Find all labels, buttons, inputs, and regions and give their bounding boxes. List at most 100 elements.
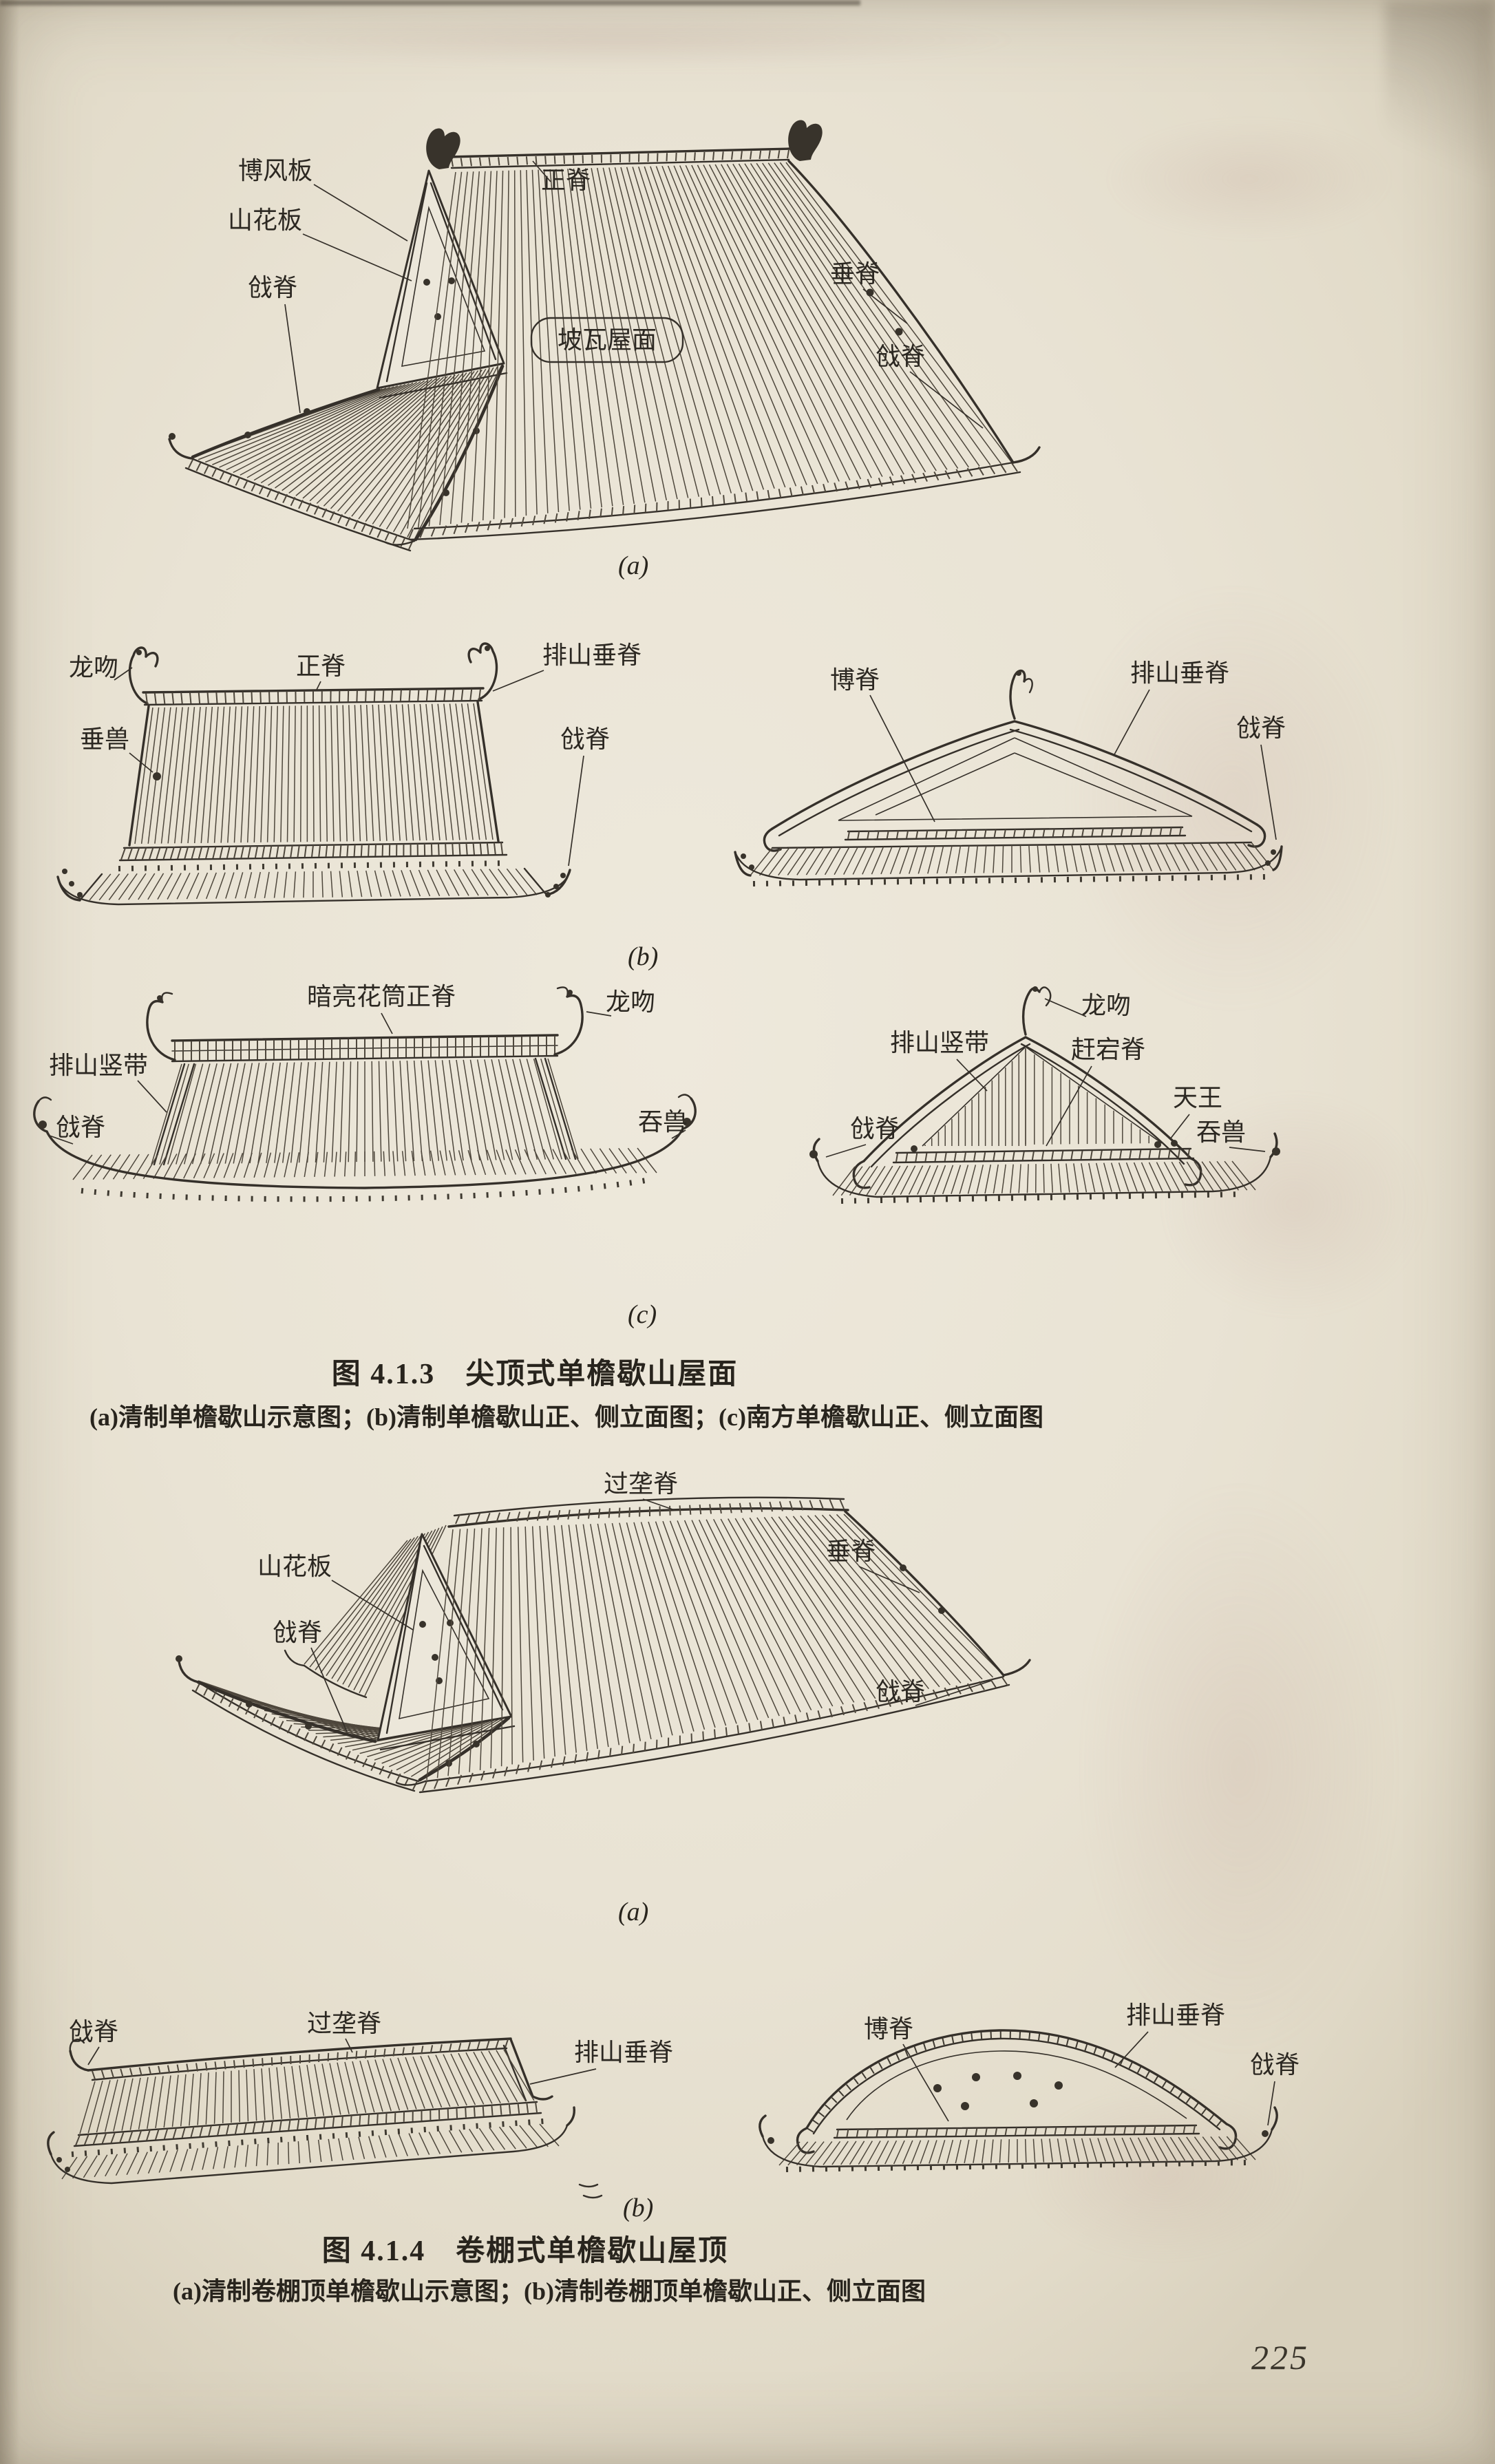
leader-line [492,670,544,692]
ridge-beast-figure [895,328,903,336]
eave-corner-upturn [56,875,81,902]
label-qiangji: 戗脊 [560,725,610,753]
leader-line [1044,998,1087,1017]
ridge-end-ornament [426,128,460,169]
leader-line [909,371,984,429]
lower-eave-rafters [79,868,547,901]
leader-line [586,1011,612,1017]
label-paishan-chuiji: 排山垂脊 [542,641,642,669]
paishan-shudai-band [153,1057,577,1166]
bargeboard [1009,728,1253,833]
lower-eave-edge [78,867,548,902]
leader-line [532,160,551,182]
upper-left-eave [303,1664,368,1699]
chuiji-vertical-ridge [844,1510,1005,1677]
main-ridge-top [447,147,793,158]
roof-tiles [151,1058,579,1165]
eave-corner-upturn [69,2050,89,2072]
gable-panel [846,2050,1187,2121]
leader-line [1260,744,1277,840]
tunshou-beast [1272,1147,1280,1156]
front-eave-line [409,471,1021,541]
eave-corner-upturn [1012,446,1041,464]
leader-line [825,1144,867,1158]
leader-line [671,1129,686,1139]
corner-beast-figure [62,869,67,874]
label-paishan-chuiji: 排山垂脊 [1126,2001,1225,2029]
eave-corner-upturn [677,1094,692,1100]
tianwang-figure [1171,1140,1178,1147]
front-eave-line [418,1675,1010,1794]
bargeboard [1020,1043,1185,1165]
label-guolongji: 过垄脊 [604,1470,678,1498]
guolongji-top-line [87,2037,512,2072]
label-longwen: 龙吻 [69,654,118,681]
ridge-beast-figure [443,489,449,496]
ridge-beast-figure [304,408,310,415]
scan-left-shadow [0,0,19,2464]
gable-ornament [447,1619,454,1626]
leader-line [529,2068,597,2085]
fig-4-1-3-b-side-elevation: 博脊 排山垂脊 戗脊 [734,659,1286,886]
fig-4-1-3-a-illustration: 坡瓦屋面 博风板 山花板 戗脊 正脊 垂脊 戗脊 [168,120,1041,552]
subfigure-label-b: (b) [628,942,659,971]
leader-line [1169,1114,1190,1140]
label-zhengji: 正脊 [296,652,346,680]
gable-panel [838,737,1193,821]
figure-caption-title: 图 4.1.4 卷棚式单檐歇山屋顶 [321,2235,729,2267]
ridge-beast-figure [938,1607,945,1614]
leader-line [302,233,412,282]
eave-corner-upturn [284,1649,306,1667]
leader-line [1114,2031,1149,2068]
leader-line [129,752,153,773]
eave-tile-cap-row [118,860,509,871]
bargeboard [870,1043,1031,1168]
guolongji-bottom-line [91,2047,508,2081]
bargeboard-inner-line [385,1544,504,1734]
eave-corner-upturn [168,438,193,460]
eave-line [734,845,1283,881]
chuishou-beast [153,772,161,780]
rolled-ridge-line [453,1496,845,1517]
qiangji-hip-ridge [418,1716,511,1782]
front-slope-tiles [426,1514,1004,1781]
label-qiangji: 戗脊 [248,274,297,301]
main-ridge-bottom [143,699,483,706]
corner-beast-figure [749,864,754,870]
roof-edge [128,701,500,847]
corner-beast-figure [553,884,559,889]
gandangji-ticks [895,1149,1190,1162]
lower-eave-line [56,870,571,906]
leader-line [1267,2081,1275,2126]
rounded-bargeboard [805,2029,1228,2130]
eave-corner-upturn [395,1780,427,1786]
main-ridge-bottom [450,158,790,169]
eave-corner-upturn [566,2106,575,2127]
tunshou-beast [39,1121,47,1129]
dragon-kiss-ornament [128,646,159,705]
lower-eave-rafters [61,2123,560,2180]
lower-eave-line [50,2124,569,2185]
leader-line [284,304,301,414]
apex-dragon-kiss [1038,986,1052,1007]
eave-corner-upturn [734,851,752,877]
corner-beast-figure [1271,849,1276,855]
label-shanhuaban: 山花板 [228,206,302,234]
qiangji-hip-ridge [414,364,505,542]
dragon-kiss-ornament [556,986,569,998]
label-zhengji: 正脊 [541,167,591,194]
label-qiangji: 戗脊 [56,1114,105,1141]
paishan-edge-curl [531,2095,553,2101]
corner-beast-figure [560,873,566,878]
corner-beast-figure [767,2137,774,2144]
rolled-ridge-ticks [455,1498,845,1525]
dragon-kiss-ornament [157,995,162,1001]
leader-line [1229,1147,1266,1152]
gable-panel-hatch [924,1048,1026,1146]
bleed-through-smudge [1101,117,1397,241]
corner-beast-figure [545,892,551,898]
boji-ticks [836,2125,1196,2138]
leader-line [858,1566,920,1593]
gable-ornament-dot [933,2084,942,2092]
eave-tile-cap-row [81,1177,650,1202]
